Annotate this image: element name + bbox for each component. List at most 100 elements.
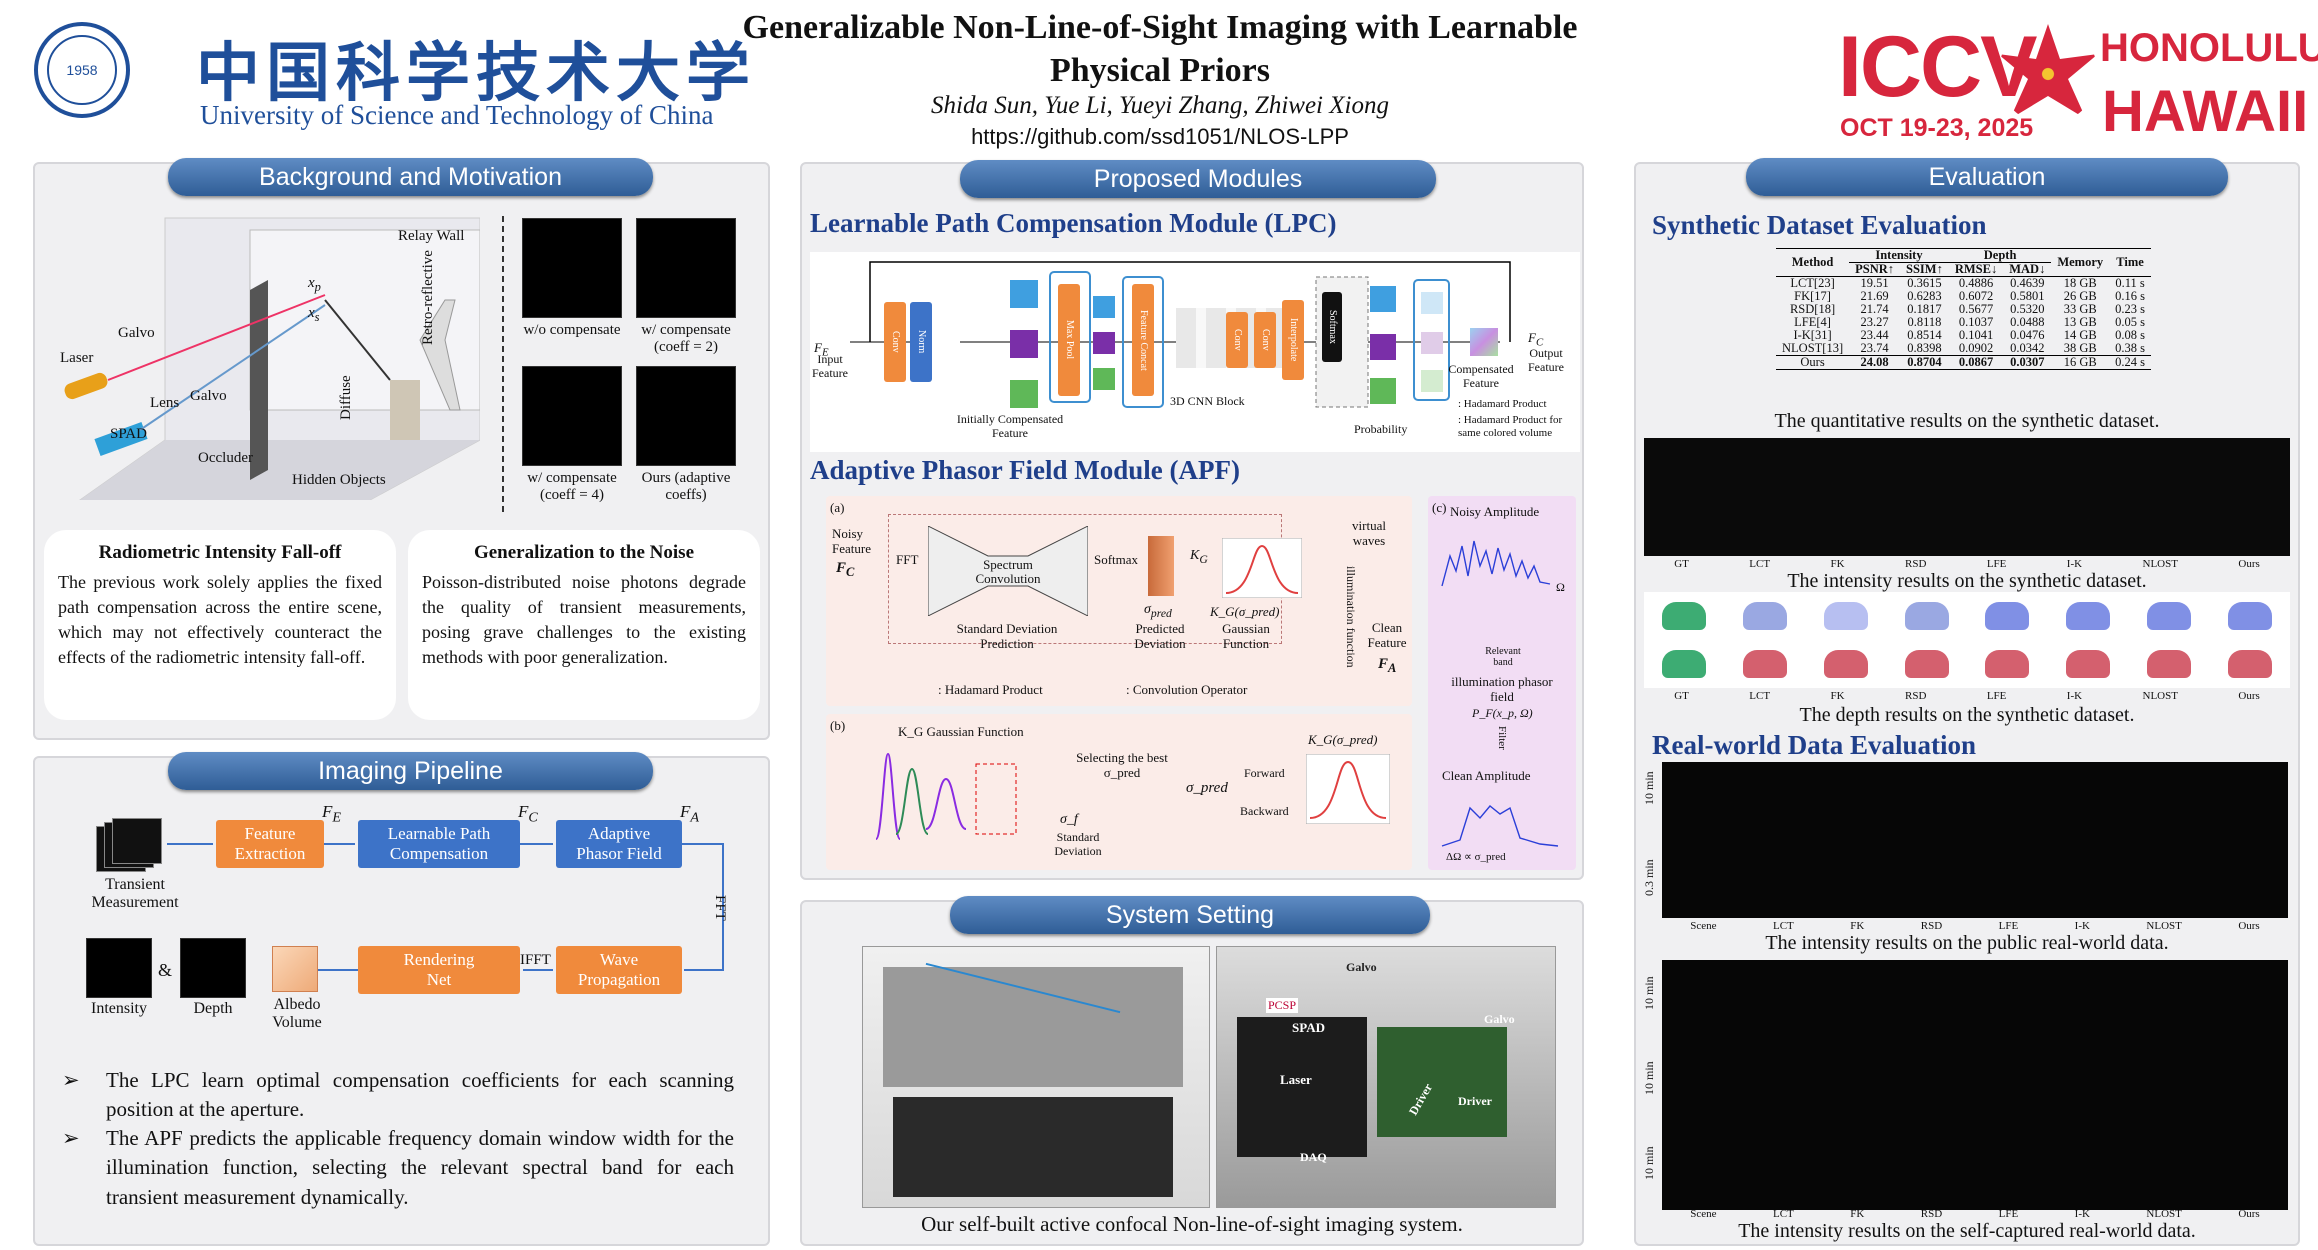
poster-title: Generalizable Non-Line-of-Sight Imaging …: [700, 6, 1620, 92]
clean-feature-label: Clean Feature: [1367, 620, 1407, 650]
cmp-thumb-2: [636, 218, 736, 318]
table-cell: 14 GB: [2063, 328, 2097, 342]
pred-cube: [1148, 536, 1174, 596]
method-label: I-K: [2074, 1208, 2090, 1220]
filter-label: Filter: [1496, 726, 1508, 750]
evaluation-banner: Evaluation: [1746, 158, 2228, 196]
synthetic-title: Synthetic Dataset Evaluation: [1652, 210, 1987, 240]
apf-a-panel: (a) Noisy Feature FC FFT Spectrum Convol…: [826, 496, 1412, 706]
table-cell: 33 GB: [2063, 302, 2097, 316]
self-real-grid: [1662, 960, 2288, 1210]
noisy-feature-label: Noisy Feature: [832, 526, 871, 556]
syn-intensity-row: [1644, 438, 2290, 556]
time-4: 10 min: [1642, 1061, 1656, 1095]
hadamard-same-note: : Hadamard Product for same colored volu…: [1458, 414, 1563, 439]
method-label: NLOST: [2142, 690, 2178, 702]
falloff-card-title: Radiometric Intensity Fall-off: [98, 542, 342, 563]
noise-card-text: Poisson-distributed noise photons degrad…: [422, 572, 746, 667]
hidden-objects-label: Hidden Objects: [292, 472, 386, 488]
table-cell: 0.11 s: [2115, 276, 2145, 290]
real-title: Real-world Data Evaluation: [1652, 730, 1976, 760]
setup-diagram: [50, 210, 481, 501]
repo-link[interactable]: https://github.com/ssd1051/NLOS-LPP: [971, 124, 1349, 149]
table-cell: 0.1817: [1907, 302, 1942, 316]
diffuse-label: Diffuse: [338, 375, 354, 420]
transient-label: Transient Measurement: [91, 876, 179, 911]
table-cell: 0.05 s: [2115, 315, 2146, 329]
spad-label: SPAD: [110, 426, 147, 442]
table-cell: LFE[4]: [1794, 315, 1831, 329]
legend-conv: : Convolution Operator: [1126, 682, 1248, 697]
lpc-diagram: FE Input Feature Conv Norm Max Pool Feat…: [810, 252, 1580, 452]
method-label: RSD: [1904, 690, 1927, 702]
table-cell: NLOST[13]: [1782, 341, 1844, 355]
th-depth: Depth: [1948, 248, 2052, 263]
table-cell: 0.4886: [1958, 276, 1994, 290]
lpc-conv-3: Conv: [1254, 312, 1276, 368]
method-label: LFE: [1986, 558, 2007, 570]
th-ssim: SSIM↑: [1906, 262, 1943, 276]
cmp-label-4: Ours (adaptive coeffs): [641, 470, 731, 503]
method-label: I-K: [2066, 558, 2083, 570]
cube-purple-2: [1093, 332, 1115, 354]
table-cell: FK[17]: [1794, 289, 1831, 303]
th-rmse: RMSE↓: [1954, 262, 1998, 276]
table-cell: 0.3615: [1907, 276, 1942, 290]
cmp-label-2: w/ compensate (coeff = 2): [641, 322, 731, 355]
table-cell: 23.27: [1860, 315, 1889, 329]
spectrum-label: Spectrum Convolution: [975, 557, 1041, 586]
sigma-pred-label: σpred: [1144, 602, 1172, 620]
kg-expr-label: K_G(σ_pred): [1210, 604, 1280, 619]
apf-box: Adaptive Phasor Field: [556, 820, 682, 868]
fa-apf-sym: F: [1378, 656, 1389, 672]
system-caption: Our self-built active confocal Non-line-…: [921, 1212, 1463, 1236]
amp-label: &: [158, 960, 173, 980]
setup-diagram-svg: [64, 217, 481, 501]
lpc-conv-1: Conv: [884, 302, 906, 382]
transient-stack-icon: [96, 818, 162, 872]
fe-input-symbol: FE: [814, 340, 829, 359]
depth-thumb: [2227, 602, 2272, 630]
albedo-cube-icon: [272, 946, 318, 992]
table-cell: 0.4639: [2010, 276, 2045, 290]
cube-blue-1: [1010, 280, 1038, 308]
bullet-marker-1: ➢: [62, 1068, 80, 1092]
table-cell: 0.0867: [1958, 355, 1994, 369]
softmax-apf-label: Softmax: [1094, 552, 1139, 567]
cube-purple-3: [1370, 334, 1396, 360]
table-cell: 0.8398: [1907, 341, 1942, 355]
method-label: LCT: [1749, 690, 1771, 702]
apf-title: Adaptive Phasor Field Module (APF): [810, 455, 1240, 485]
public-real-grid: [1662, 762, 2288, 918]
title-line-2: Physical Priors: [1049, 52, 1271, 89]
xs-label: xs: [308, 305, 320, 324]
lpc-featcat: Feature Concat: [1132, 284, 1154, 396]
depth-thumb: [1904, 650, 1949, 678]
cube-blue-3: [1370, 286, 1396, 312]
spad-icon: [94, 421, 148, 457]
fft-apf-label: FFT: [896, 552, 919, 567]
table-cell: 0.08 s: [2115, 328, 2146, 342]
table-cell: 0.6283: [1907, 289, 1942, 303]
depth-label: Depth: [193, 1000, 233, 1017]
kg-sym: K: [1190, 548, 1200, 563]
fc-label: FC: [518, 802, 538, 826]
intensity-thumb: [86, 938, 152, 998]
cube-green-2: [1093, 368, 1115, 390]
bullet-2: ➢ The APF predicts the applicable freque…: [62, 1124, 734, 1212]
galvo-label-2: Galvo: [190, 388, 227, 404]
fa-label: FA: [680, 802, 700, 826]
table-cell: 0.6072: [1958, 289, 1994, 303]
apf-a-tag: (a): [830, 500, 845, 515]
clean-amp-plot: [1441, 805, 1559, 847]
th-intensity: Intensity: [1849, 248, 1949, 263]
table-cell: 0.0902: [1958, 341, 1994, 355]
authors: Shida Sun, Yue Li, Yueyi Zhang, Zhiwei X…: [931, 92, 1389, 119]
pipeline-arrows: [167, 843, 724, 971]
table-cell: 0.5801: [2010, 289, 2045, 303]
